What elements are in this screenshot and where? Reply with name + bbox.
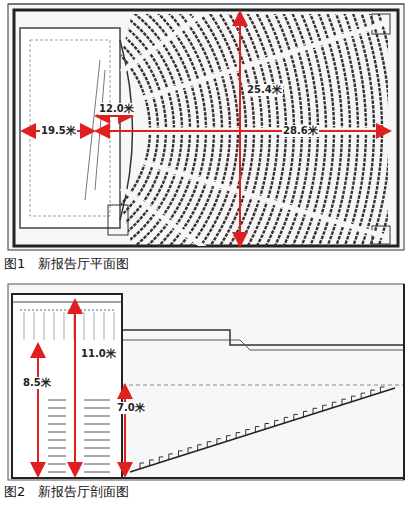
stage-rack — [84, 472, 110, 473]
dimension: 11.0米 — [80, 348, 117, 360]
fly-line — [54, 312, 55, 340]
fly-line — [64, 312, 65, 340]
stage-rack — [84, 400, 110, 401]
stage-rack — [84, 440, 110, 441]
fly-line — [24, 312, 25, 340]
fly-line — [104, 312, 105, 340]
figure-caption: 图2 新报告厅剖面图 — [4, 484, 129, 500]
stage-rack — [48, 448, 66, 449]
stage-rack — [48, 432, 66, 433]
dimension: 28.6米 — [282, 125, 319, 137]
stage-rack — [84, 448, 110, 449]
dimension: 12.0米 — [98, 103, 135, 115]
fly-line — [94, 312, 95, 340]
seat-row — [0, 0, 214, 304]
dimension: 7.0米 — [116, 402, 146, 414]
stage-rack — [48, 424, 66, 425]
dimension: 8.5米 — [22, 377, 52, 389]
fly-line — [34, 312, 35, 340]
aisle — [121, 0, 365, 72]
stage-rack — [84, 456, 110, 457]
stage-rack — [48, 472, 66, 473]
fly-line — [84, 312, 85, 340]
dimension: 25.4米 — [246, 84, 283, 96]
aisle — [136, 160, 412, 249]
seat-rows — [0, 0, 412, 488]
seat-row — [0, 0, 198, 288]
stage-rack — [84, 432, 110, 433]
seat-row — [0, 0, 238, 328]
fly-line — [44, 312, 45, 340]
seat-row — [0, 0, 230, 320]
stage-rack — [84, 416, 110, 417]
seat-row — [0, 0, 222, 312]
stage-rack — [48, 464, 66, 465]
fly-line — [114, 312, 115, 340]
stage-rack — [48, 440, 66, 441]
stage-rack — [84, 408, 110, 409]
aisle — [136, 12, 412, 101]
stage-rack — [84, 464, 110, 465]
stage-rack — [48, 456, 66, 457]
stage-rack — [48, 400, 66, 401]
stage-rack — [84, 424, 110, 425]
seat-row — [0, 0, 182, 272]
figure-caption: 图1 新报告厅平面图 — [4, 256, 129, 272]
stage-rack — [48, 408, 66, 409]
seat-row — [0, 0, 206, 296]
dimension: 19.5米 — [40, 125, 77, 137]
stage-rack — [48, 416, 66, 417]
